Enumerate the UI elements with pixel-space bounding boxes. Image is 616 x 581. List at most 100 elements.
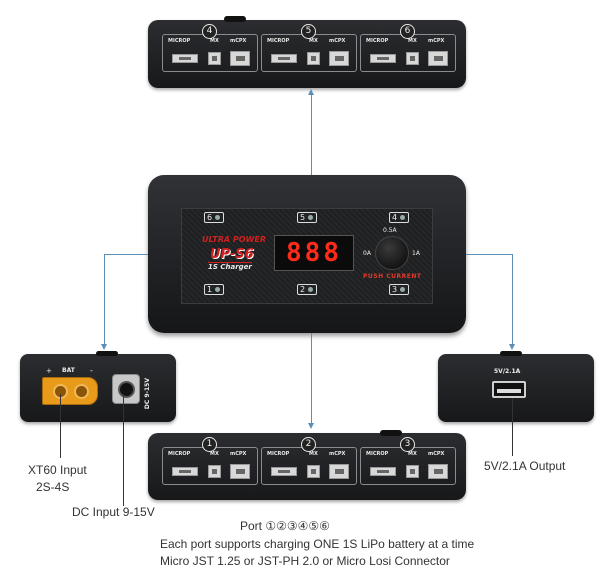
arrow-down-icon (308, 423, 314, 429)
label-mcpx: mCPX (230, 451, 247, 457)
microp-socket (370, 467, 396, 476)
port-number-6: 6 (400, 24, 415, 39)
label-mcpx: mCPX (329, 451, 346, 457)
label-microp: MICROP (168, 451, 191, 457)
knob-label-top: 0.5A (383, 227, 397, 234)
bottom-panel-button (380, 430, 402, 436)
usb-output-label: 5V/2.1A (494, 368, 521, 375)
knob-label-left: 0A (363, 250, 371, 257)
mcpx-socket (230, 51, 250, 66)
leader-line-right-v (512, 254, 513, 346)
top-port-panel: 4 MICROP MX mCPX 5 MICROP MX mCPX 6 MICR… (148, 16, 466, 88)
mcpx-socket (428, 51, 448, 66)
microp-socket (172, 467, 198, 476)
label-microp: MICROP (366, 38, 389, 44)
label-mx: MX (408, 38, 417, 44)
label-mcpx: mCPX (329, 38, 346, 44)
port-number-5: 5 (301, 24, 316, 39)
indicator-port-1-label: 1 (207, 285, 213, 294)
label-microp: MICROP (267, 38, 290, 44)
right-side-panel: 5V/2.1A (438, 351, 594, 422)
knob-label-right: 1A (412, 250, 420, 257)
xt60-minus-label: - (90, 366, 93, 375)
mx-socket (307, 465, 320, 478)
knob-caption: PUSH CURRENT (363, 273, 422, 280)
indicator-port-1: 1 (204, 284, 224, 295)
arrow-up-icon (308, 89, 314, 95)
indicator-port-3: 3 (389, 284, 409, 295)
label-mcpx: mCPX (428, 38, 445, 44)
indicator-port-2: 2 (297, 284, 317, 295)
xt60-input-connector[interactable] (42, 377, 98, 405)
led-display-digits: 888 (286, 238, 342, 268)
leader-line-left-v (104, 254, 105, 346)
arrow-down-icon (509, 344, 515, 350)
usb-callout-line (512, 398, 513, 456)
dc-input-jack[interactable] (112, 374, 140, 404)
mcpx-socket (230, 464, 250, 479)
usb-output-caption: 5V/2.1A Output (484, 459, 566, 473)
usb-output-port[interactable] (492, 381, 526, 398)
indicator-port-3-label: 3 (392, 285, 398, 294)
indicator-port-5: 5 (297, 212, 317, 223)
leader-line-top (311, 92, 312, 176)
port-group-4: 4 MICROP MX mCPX (162, 24, 258, 72)
indicator-port-6-label: 6 (207, 213, 213, 222)
mx-socket (208, 52, 221, 65)
model-name: UP-S6 (210, 247, 254, 262)
left-panel-button (96, 351, 118, 356)
port-number-2: 2 (301, 437, 316, 452)
port-number-1: 1 (202, 437, 217, 452)
xt60-caption-line2: 2S-4S (36, 480, 70, 494)
bottom-port-panel: 1 MICROP MX mCPX 2 MICROP MX mCPX 3 MICR… (148, 430, 466, 500)
leader-line-left-h (104, 254, 148, 255)
label-microp: MICROP (168, 38, 191, 44)
mx-socket (406, 465, 419, 478)
label-microp: MICROP (267, 451, 290, 457)
brand-logo: ULTRA POWER (202, 235, 266, 244)
indicator-port-4-label: 4 (392, 213, 398, 222)
label-mx: MX (309, 38, 318, 44)
arrow-down-icon (101, 344, 107, 350)
label-mcpx: mCPX (230, 38, 247, 44)
top-panel-button (224, 16, 246, 22)
mcpx-socket (329, 51, 349, 66)
mcpx-socket (428, 464, 448, 479)
info-caption-line2: Micro JST 1.25 or JST-PH 2.0 or Micro Lo… (160, 554, 450, 568)
port-number-3: 3 (400, 437, 415, 452)
indicator-port-6: 6 (204, 212, 224, 223)
dc-callout-line (123, 394, 124, 506)
microp-socket (271, 467, 297, 476)
label-mcpx: mCPX (428, 451, 445, 457)
port-group-5: 5 MICROP MX mCPX (261, 24, 357, 72)
left-side-panel: + BAT - DC 9-15V (20, 351, 176, 422)
xt60-bat-label: BAT (62, 367, 75, 374)
indicator-port-5-label: 5 (300, 213, 306, 222)
label-microp: MICROP (366, 451, 389, 457)
label-mx: MX (210, 451, 219, 457)
charger-main-unit: 6 5 4 ULTRA POWER UP-S6 1S Charger 888 0… (148, 175, 466, 333)
microp-socket (172, 54, 198, 63)
led-display: 888 (274, 235, 354, 271)
port-group-3: 3 MICROP MX mCPX (360, 437, 456, 485)
port-group-1: 1 MICROP MX mCPX (162, 437, 258, 485)
microp-socket (370, 54, 396, 63)
dc-input-caption: DC Input 9-15V (72, 505, 155, 519)
label-mx: MX (408, 451, 417, 457)
port-group-2: 2 MICROP MX mCPX (261, 437, 357, 485)
dc-input-label: DC 9-15V (144, 378, 151, 410)
current-knob[interactable] (375, 236, 409, 270)
model-subtitle: 1S Charger (208, 262, 252, 271)
mx-socket (208, 465, 221, 478)
label-mx: MX (309, 451, 318, 457)
right-panel-button (500, 351, 522, 356)
leader-line-right-h (466, 254, 513, 255)
mx-socket (406, 52, 419, 65)
xt60-callout-line (60, 394, 61, 458)
xt60-plus-label: + (46, 367, 52, 375)
port-list-caption: Port ①②③④⑤⑥ (240, 519, 330, 533)
mcpx-socket (329, 464, 349, 479)
indicator-port-4: 4 (389, 212, 409, 223)
info-caption-line1: Each port supports charging ONE 1S LiPo … (160, 537, 475, 551)
charger-faceplate: 6 5 4 ULTRA POWER UP-S6 1S Charger 888 0… (181, 208, 433, 304)
